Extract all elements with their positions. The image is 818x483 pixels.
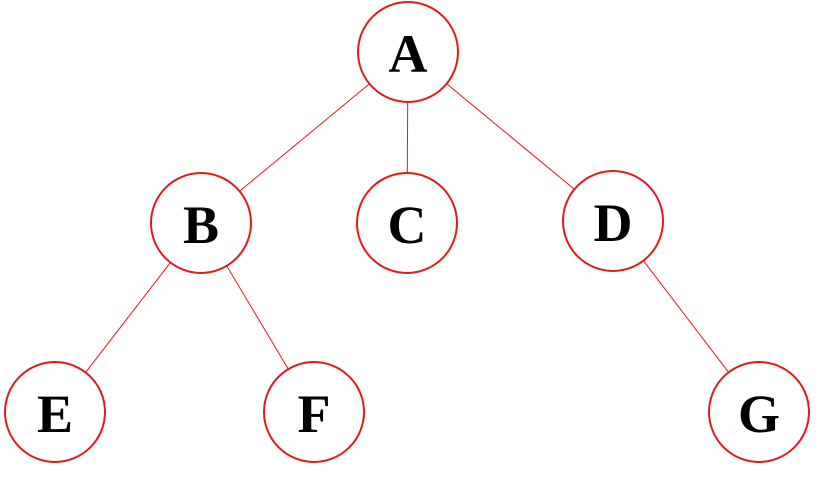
- node-d: D: [562, 170, 664, 272]
- node-label-d: D: [594, 193, 633, 253]
- node-b: B: [150, 172, 252, 274]
- node-circle-c: [356, 172, 458, 274]
- edges-layer: [85, 83, 729, 373]
- node-circle-b: [150, 172, 252, 274]
- node-f: F: [263, 361, 365, 463]
- node-label-c: C: [388, 195, 427, 255]
- edge-b-e: [85, 262, 171, 373]
- node-label-f: F: [298, 384, 331, 444]
- node-label-g: G: [738, 384, 780, 444]
- node-label-b: B: [183, 195, 219, 255]
- node-g: G: [708, 361, 810, 463]
- node-circle-f: [263, 361, 365, 463]
- nodes-layer: A B C D E F G: [4, 1, 810, 463]
- node-a: A: [357, 1, 459, 103]
- node-circle-e: [4, 361, 106, 463]
- node-circle-d: [562, 170, 664, 272]
- edge-d-g: [643, 260, 729, 373]
- edge-a-b: [239, 83, 370, 192]
- node-label-e: E: [37, 384, 73, 444]
- node-e: E: [4, 361, 106, 463]
- edge-b-f: [226, 265, 289, 370]
- node-circle-a: [357, 1, 459, 103]
- edge-a-d: [446, 83, 575, 190]
- node-label-a: A: [389, 24, 428, 84]
- node-c: C: [356, 172, 458, 274]
- node-circle-g: [708, 361, 810, 463]
